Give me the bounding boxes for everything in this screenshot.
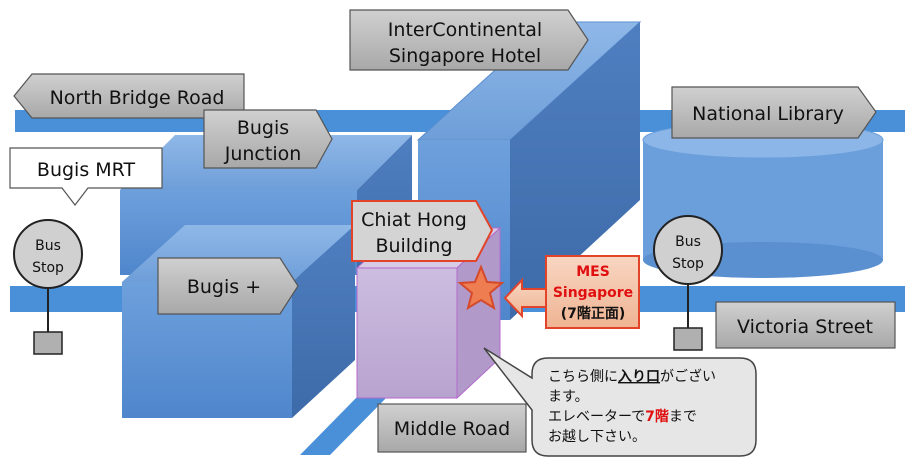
bugis-plus-building — [122, 225, 355, 418]
callout-line2: ます。 — [548, 389, 589, 405]
middle-road-text: Middle Road — [394, 418, 510, 440]
entrance-callout: こちら側に入り口がござい ます。 エレベーターで7階まで お越し下さい。 — [483, 347, 757, 457]
north-bridge-road-text: North Bridge Road — [50, 87, 225, 109]
chiat-hong-line1: Chiat Hong — [361, 209, 467, 231]
callout-entrance-text: 入り口 — [618, 369, 660, 385]
bus-stop-left-line1: Bus — [35, 238, 61, 254]
callout-line1: こちら側に入り口がござい — [548, 368, 716, 385]
bugis-junction-line2: Junction — [224, 143, 302, 165]
label-bugis-junction: Bugis Junction — [203, 109, 333, 169]
star-icon — [457, 264, 505, 311]
bus-stop-right-line2: Stop — [672, 256, 704, 272]
label-bugis-plus: Bugis + — [157, 257, 299, 315]
label-intercontinental: InterContinental Singapore Hotel — [349, 9, 589, 71]
callout-line4: お越し下さい。 — [548, 429, 646, 445]
bugis-mrt-text: Bugis MRT — [37, 159, 136, 181]
callout-line1-part1: こちら側に — [548, 369, 618, 385]
chiat-hong-line2: Building — [375, 235, 452, 257]
bus-stop-right-line1: Bus — [675, 234, 701, 250]
mes-label-line1: MES — [576, 264, 610, 280]
callout-line3-part1: エレベーターで — [548, 409, 645, 425]
intercontinental-line2: Singapore Hotel — [389, 45, 541, 67]
bugis-plus-text: Bugis + — [187, 276, 261, 298]
label-chiat-hong: Chiat Hong Building — [351, 200, 494, 262]
callout-line3-part3: まで — [669, 409, 697, 425]
callout-line3: エレベーターで7階まで — [548, 408, 697, 425]
mes-singapore-marker: MES Singapore (7階正面) — [503, 255, 640, 329]
intercontinental-line1: InterContinental — [388, 19, 542, 41]
bus-stop-left: Bus Stop — [13, 219, 83, 355]
mes-label-line2: Singapore — [553, 285, 633, 301]
label-national-library: National Library — [671, 86, 877, 139]
callout-line1-part3: がござい — [660, 368, 716, 385]
bus-stop-right: Bus Stop — [653, 215, 723, 351]
label-middle-road: Middle Road — [377, 403, 527, 453]
label-north-bridge-road: North Bridge Road — [13, 73, 245, 119]
bus-stop-left-line2: Stop — [32, 260, 64, 276]
mes-label-line3: (7階正面) — [561, 305, 626, 322]
bugis-junction-line1: Bugis — [237, 117, 289, 139]
label-victoria-street: Victoria Street — [715, 301, 896, 349]
national-library-text: National Library — [692, 103, 844, 125]
label-bugis-mrt: Bugis MRT — [9, 147, 163, 206]
victoria-street-text: Victoria Street — [737, 316, 873, 338]
callout-floor-text: 7階 — [645, 408, 669, 425]
